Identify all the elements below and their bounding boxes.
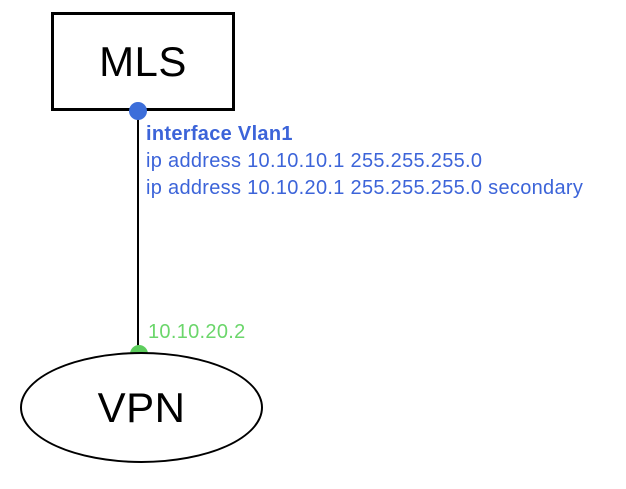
- node-vpn: VPN: [20, 352, 263, 463]
- config-line-primary-ip: ip address 10.10.10.1 255.255.255.0: [146, 150, 483, 172]
- node-mls: MLS: [51, 12, 235, 111]
- link-line-mls-vpn: [137, 110, 139, 355]
- interface-config-annotation: interface Vlan1 ip address 10.10.10.1 25…: [146, 121, 583, 202]
- node-vpn-label: VPN: [97, 383, 186, 431]
- config-line-secondary-ip: ip address 10.10.20.1 255.255.255.0 seco…: [146, 177, 584, 199]
- node-mls-label: MLS: [99, 37, 187, 85]
- mls-connection-point-dot: [129, 102, 147, 120]
- vpn-endpoint-ip-label: 10.10.20.2: [148, 321, 246, 343]
- config-line-interface: interface Vlan1: [146, 123, 293, 145]
